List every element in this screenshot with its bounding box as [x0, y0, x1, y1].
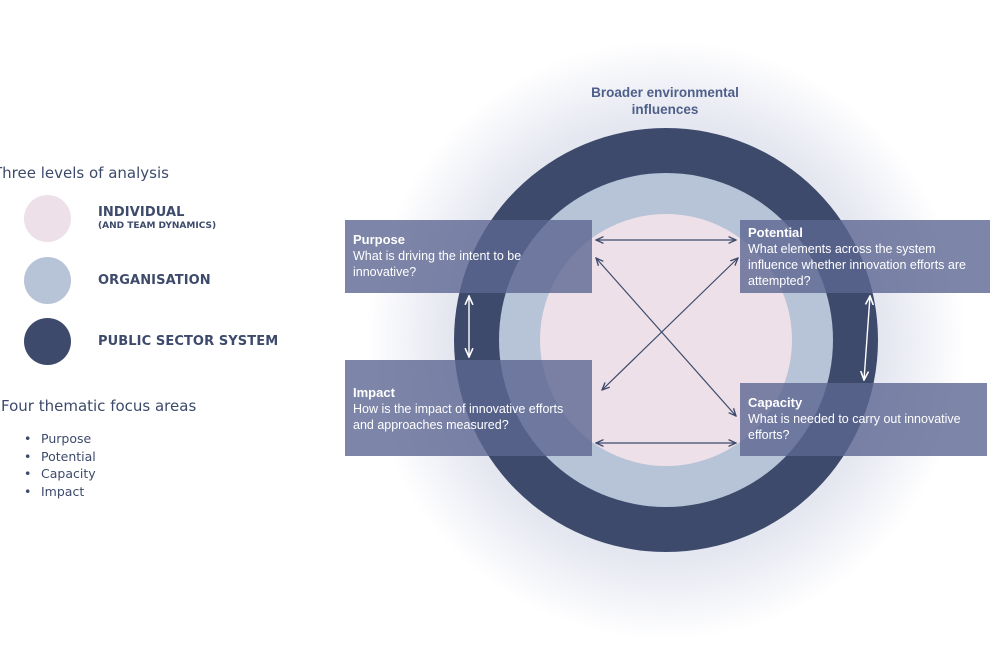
- purpose-text: What is driving the intent to be innovat…: [353, 249, 522, 279]
- impact-title: Impact: [353, 385, 395, 400]
- purpose-title: Purpose: [353, 232, 406, 247]
- individual-swatch: [24, 194, 71, 242]
- focus-item-capacity: Capacity: [24, 465, 96, 483]
- focus-heading: Four thematic focus areas: [1, 397, 197, 415]
- environment-label: Broader environmental influences: [591, 85, 739, 117]
- legend-level-organisation: ORGANISATION: [24, 256, 211, 304]
- public-sector-swatch: [24, 317, 71, 365]
- legend-level-public-sector: PUBLIC SECTOR SYSTEM: [24, 317, 278, 365]
- capacity-title: Capacity: [748, 395, 803, 410]
- purpose-box: Purpose What is driving the intent to be…: [345, 220, 592, 293]
- capacity-text: What is needed to carry out innovative e…: [748, 412, 961, 442]
- focus-item-impact: Impact: [24, 483, 96, 501]
- organisation-label: ORGANISATION: [98, 272, 211, 288]
- impact-text: How is the impact of innovative efforts …: [353, 402, 564, 432]
- potential-title: Potential: [748, 225, 803, 240]
- focus-item-potential: Potential: [24, 448, 96, 466]
- focus-item-purpose: Purpose: [24, 430, 96, 448]
- legend-level-individual: INDIVIDUAL (AND TEAM DYNAMICS): [24, 194, 216, 242]
- individual-label: INDIVIDUAL: [98, 205, 185, 220]
- impact-box: Impact How is the impact of innovative e…: [345, 360, 592, 456]
- organisation-swatch: [24, 256, 71, 304]
- levels-heading: Three levels of analysis: [0, 164, 169, 182]
- individual-sublabel: (AND TEAM DYNAMICS): [98, 221, 217, 231]
- public-sector-label: PUBLIC SECTOR SYSTEM: [98, 333, 279, 349]
- potential-box: Potential What elements across the syste…: [740, 220, 990, 293]
- potential-text: What elements across the system influenc…: [748, 242, 966, 288]
- focus-list: Purpose Potential Capacity Impact: [24, 430, 96, 500]
- capacity-box: Capacity What is needed to carry out inn…: [740, 383, 987, 456]
